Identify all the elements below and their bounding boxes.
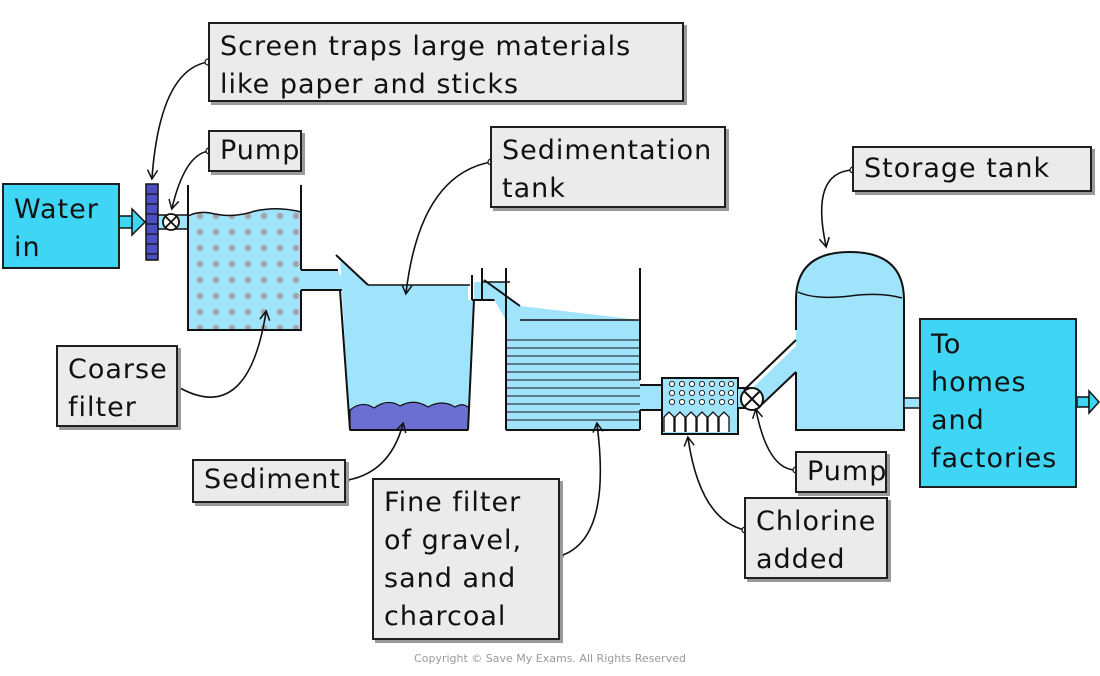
fine-filter-tank [483,268,641,431]
leader-lines [146,61,854,557]
leader-storage [818,169,854,249]
to-homes-line-3: and [931,405,985,436]
sediment-layer [349,401,470,431]
leader-coarse [179,309,271,398]
leader-sedimentation [401,161,492,296]
label-sedimentation-tank: Sedimentation tank [490,126,726,208]
leader-chlorine [683,435,746,531]
label-sediment-text: Sediment [204,464,342,495]
label-fine-line-3: sand and [384,563,517,594]
leader-sediment [347,421,407,481]
label-chlorine: Chlorine added [744,497,888,579]
inlet-arrow [117,207,147,237]
label-storage-text: Storage tank [864,153,1051,184]
outlet-arrow [1076,389,1100,415]
label-fine-line-4: charcoal [384,601,507,632]
outlet-pipe [903,397,921,409]
leader-screen [146,61,209,181]
label-screen-line-1: Screen traps large materials [220,31,632,62]
inlet-pump-symbol [162,213,180,231]
label-fine-filter: Fine filter of gravel, sand and charcoal [372,478,560,640]
label-screen: Screen traps large materials like paper … [208,22,684,102]
to-homes-line-4: factories [931,443,1058,474]
label-pump-top: Pump [208,130,302,172]
label-chlorine-line-1: Chlorine [756,506,877,537]
label-coarse-line-2: filter [68,392,137,423]
connector-pipe-1 [301,269,345,291]
outlet-pump-symbol [740,387,764,411]
chlorine-unit [661,377,739,435]
label-coarse-line-1: Coarse [68,354,168,385]
label-pump-top-text: Pump [220,135,301,166]
to-homes-box: To homes and factories [919,318,1077,488]
label-screen-line-2: like paper and sticks [220,69,520,100]
storage-tank [743,250,905,431]
coarse-filter-tank [187,185,302,331]
leader-pump-top [168,150,210,211]
label-sedimentation-line-2: tank [502,173,566,204]
sedimentation-tank [335,254,475,431]
label-coarse-filter: Coarse filter [56,345,178,427]
label-sediment: Sediment [192,459,346,503]
copyright-notice: Copyright © Save My Exams. All Rights Re… [414,652,686,665]
to-homes-line-2: homes [931,367,1027,398]
screen-grid [145,183,159,261]
label-chlorine-line-2: added [756,544,846,575]
label-pump-bottom: Pump [795,451,887,493]
water-in-line-1: Water [14,194,99,225]
label-fine-line-2: of gravel, [384,525,523,556]
label-pump-bottom-text: Pump [807,456,888,487]
water-in-box: Water in [2,183,120,269]
leader-pump-bottom [751,407,797,471]
water-in-line-2: in [14,232,41,263]
label-fine-line-1: Fine filter [384,487,522,518]
label-storage-tank: Storage tank [852,146,1092,192]
label-sedimentation-line-1: Sedimentation [502,135,713,166]
to-homes-line-1: To [931,329,962,360]
connector-pipe-3 [640,384,662,411]
leader-fine [559,421,604,557]
